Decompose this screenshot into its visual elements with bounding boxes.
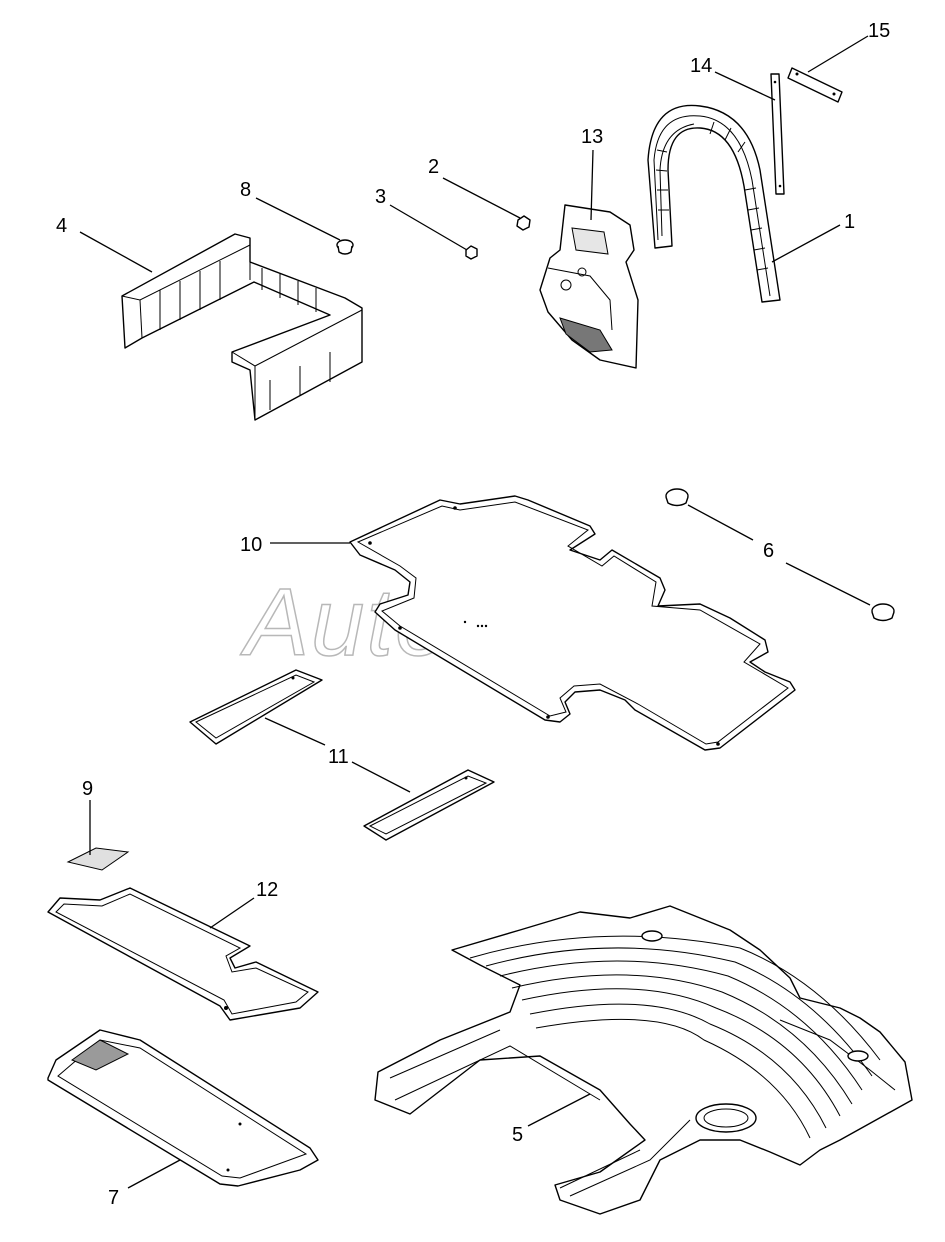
part-15-plate [787, 67, 843, 103]
part-4-bin-frame [121, 233, 363, 421]
callout-10: 10 [240, 534, 262, 556]
callout-9: 9 [82, 778, 93, 800]
callout-4: 4 [56, 215, 67, 237]
callout-8: 8 [240, 179, 251, 201]
callout-2: 2 [428, 156, 439, 178]
leader-6-lower [785, 562, 871, 606]
leader-8 [255, 197, 341, 241]
part-3-nut [465, 245, 478, 260]
leader-7 [127, 1159, 181, 1189]
leader-12 [209, 897, 255, 929]
part-9-pad [66, 847, 130, 871]
callout-12: 12 [256, 879, 278, 901]
callout-5: 5 [512, 1124, 523, 1146]
part-7-floor-mat [47, 1029, 319, 1187]
leader-5 [527, 1093, 591, 1127]
leader-11-lower [351, 761, 411, 793]
part-12-mat-gasket [47, 887, 319, 1021]
part-6-plug-lower [871, 603, 895, 622]
part-5-floor-tray [374, 905, 913, 1215]
part-8-plug [336, 239, 354, 255]
part-11-strip-lower [363, 769, 495, 841]
part-2-nut [516, 215, 531, 231]
callout-3: 3 [375, 186, 386, 208]
callout-6: 6 [763, 540, 774, 562]
part-13-bracket [539, 204, 639, 369]
part-11-strip-upper [189, 669, 323, 745]
callout-13: 13 [581, 126, 603, 148]
callout-1: 1 [844, 211, 855, 233]
leader-13 [590, 149, 594, 221]
part-14-strip [770, 73, 785, 195]
leader-14 [714, 71, 776, 101]
callout-14: 14 [690, 55, 712, 77]
callout-15: 15 [868, 20, 890, 42]
leader-1 [771, 224, 841, 263]
leader-lines [79, 35, 871, 1189]
leader-2 [442, 177, 521, 219]
part-1-arch-trim [647, 104, 781, 303]
part-6-plug-upper [665, 488, 689, 507]
leader-4 [79, 231, 153, 273]
part-10-floor-seal [349, 495, 796, 751]
callout-11: 11 [328, 746, 349, 768]
leader-6-upper [687, 504, 754, 541]
callout-7: 7 [108, 1187, 119, 1209]
leader-15 [807, 35, 869, 73]
leader-3 [389, 204, 468, 251]
callout-numbers: 15 14 1 13 2 3 8 4 10 6 11 9 12 5 7 [56, 20, 890, 1209]
leader-11-upper [264, 717, 326, 746]
